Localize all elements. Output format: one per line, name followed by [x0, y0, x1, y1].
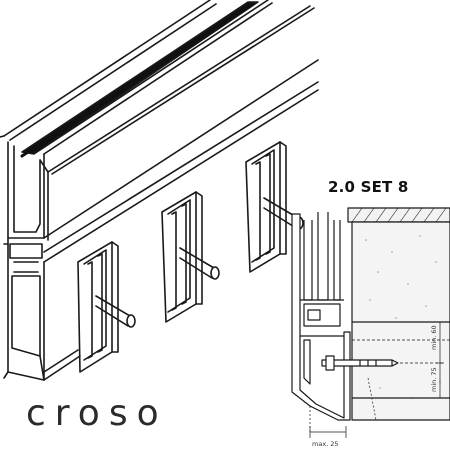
u-profile-section [291, 213, 351, 421]
dim-min75: min. 75 [430, 367, 438, 392]
ceiling-slab [347, 207, 450, 223]
croso-logo: croso [26, 393, 168, 434]
dim-max25: max. 25 [312, 440, 339, 448]
section-detail: min. 60 min. 75 max. 25 [291, 207, 450, 448]
mounting-bracket-2 [161, 191, 220, 323]
mounting-bracket-1 [77, 241, 136, 373]
anchor-bolt [321, 359, 393, 367]
set-title: 2.0 SET 8 [328, 178, 409, 196]
concrete-wall [351, 221, 450, 421]
aluminium-profile-3d [0, 0, 319, 381]
dim-min60: min. 60 [430, 325, 438, 350]
glass-pane [317, 212, 329, 301]
